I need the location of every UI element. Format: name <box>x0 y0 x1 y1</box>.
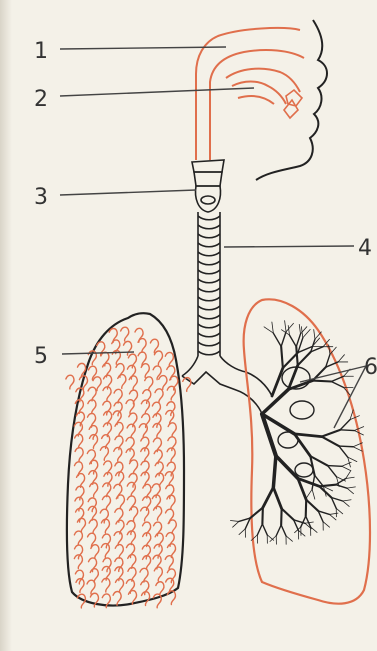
larynx <box>192 160 224 212</box>
label-2-oral-cavity: 2 <box>34 87 48 112</box>
bronchi <box>182 356 272 414</box>
alveoli-texture <box>66 327 191 608</box>
oral-cavity <box>226 69 300 104</box>
teeth <box>284 90 302 118</box>
label-6-bronchi: 6 <box>364 355 377 380</box>
label-5-lung-alveoli: 5 <box>34 344 48 369</box>
lung-alveoli-outline <box>67 313 184 605</box>
label-1-nasal-cavity: 1 <box>34 39 48 64</box>
label-4-trachea: 4 <box>358 236 372 261</box>
label-3-larynx: 3 <box>34 185 48 210</box>
trachea <box>198 212 220 356</box>
